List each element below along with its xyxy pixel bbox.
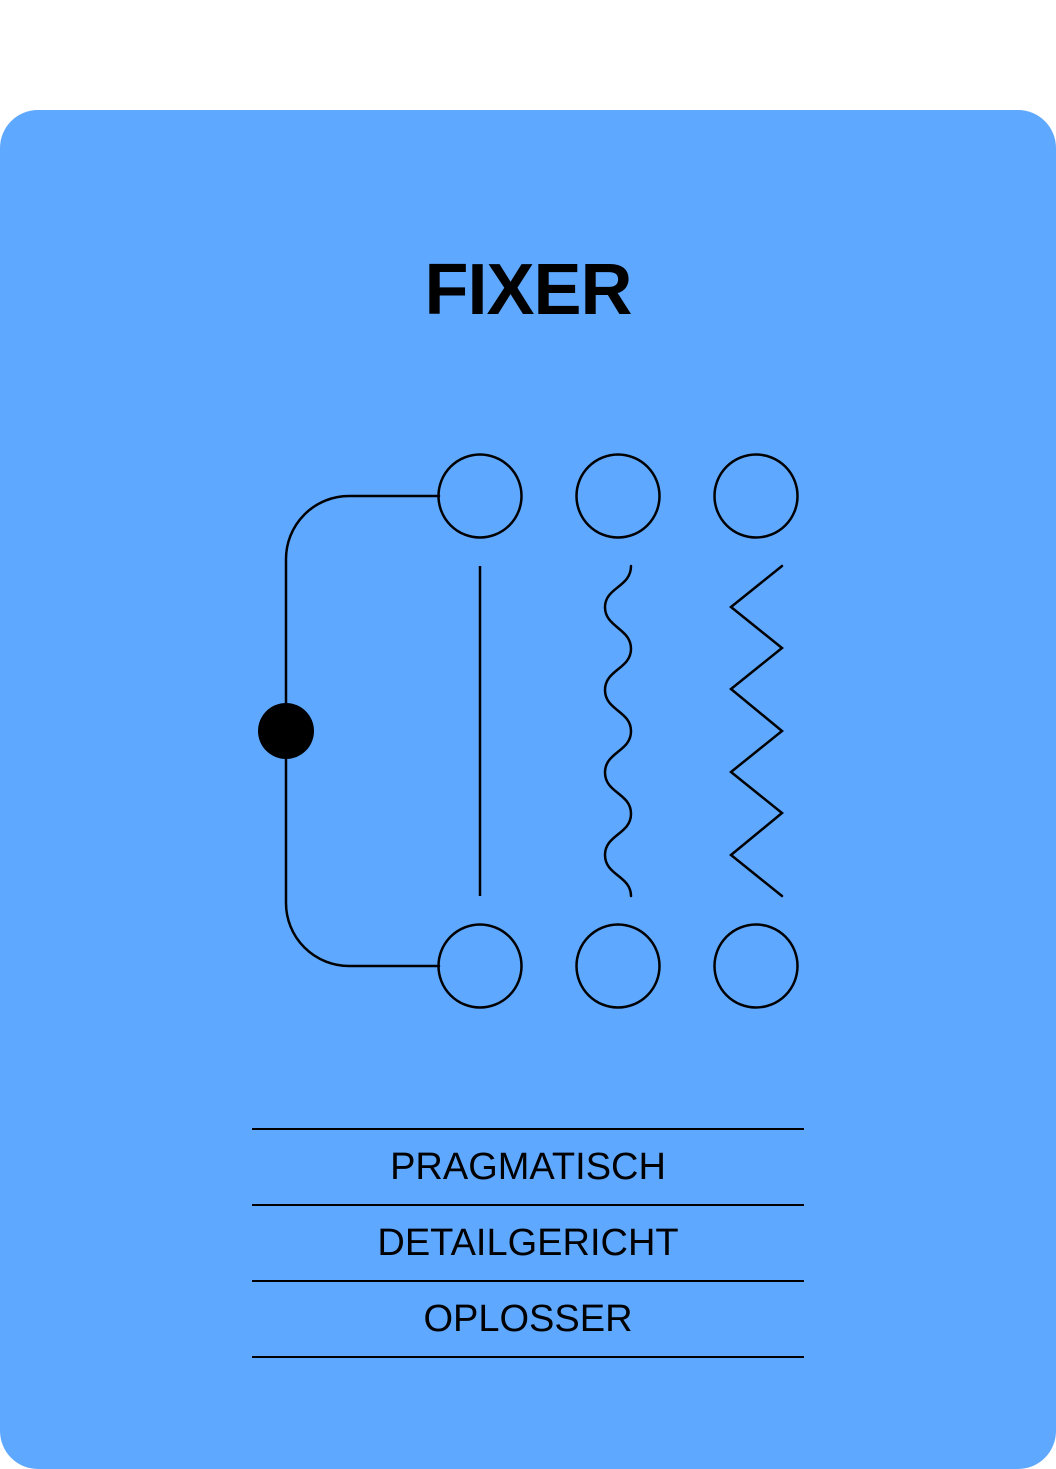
- zigzag-line-icon: [729, 564, 784, 898]
- circle-node-icon: [437, 923, 523, 1009]
- fixer-diagram: [258, 453, 799, 1009]
- circle-node-icon: [437, 453, 523, 539]
- trait-list: PRAGMATISCH DETAILGERICHT OPLOSSER: [252, 1128, 804, 1358]
- trait-item-detailgericht: DETAILGERICHT: [252, 1206, 804, 1282]
- wavy-line-icon: [603, 564, 633, 898]
- trait-item-pragmatisch: PRAGMATISCH: [252, 1130, 804, 1206]
- circle-node-icon: [575, 453, 661, 539]
- card-title: FIXER: [424, 250, 632, 330]
- circle-node-icon: [713, 923, 799, 1009]
- node-dot-icon: [258, 703, 314, 759]
- circle-node-icon: [575, 923, 661, 1009]
- profile-card: FIXER PRAGMATISCH DETAILGERICHT OPLOSSER: [0, 110, 1056, 1469]
- trait-item-oplosser: OPLOSSER: [252, 1282, 804, 1358]
- circle-node-icon: [713, 453, 799, 539]
